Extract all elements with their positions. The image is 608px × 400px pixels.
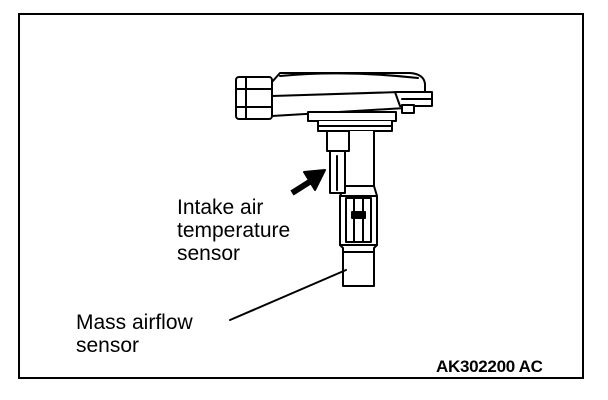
mass-airflow-leader-line [229, 269, 347, 321]
intake-air-temperature-sensor-label: Intake air temperature sensor [177, 196, 290, 265]
figure-code: AK302200 AC [436, 357, 543, 376]
intake-label-line-3: sensor [177, 242, 241, 265]
figure-frame [18, 13, 584, 379]
intake-air-temp-arrow [290, 169, 326, 196]
mass-airflow-sensor-label: Mass airflow sensor [76, 311, 193, 357]
sensor-housing [271, 72, 433, 132]
connector [235, 76, 273, 120]
mass-airflow-sensor-probe [339, 130, 378, 287]
intake-label-line-1: Intake air [177, 196, 264, 219]
intake-air-temperature-sensor [326, 130, 350, 194]
intake-label-line-2: temperature [177, 219, 291, 242]
maf-label-line-2: sensor [76, 334, 140, 357]
maf-label-line-1: Mass airflow [76, 311, 193, 334]
